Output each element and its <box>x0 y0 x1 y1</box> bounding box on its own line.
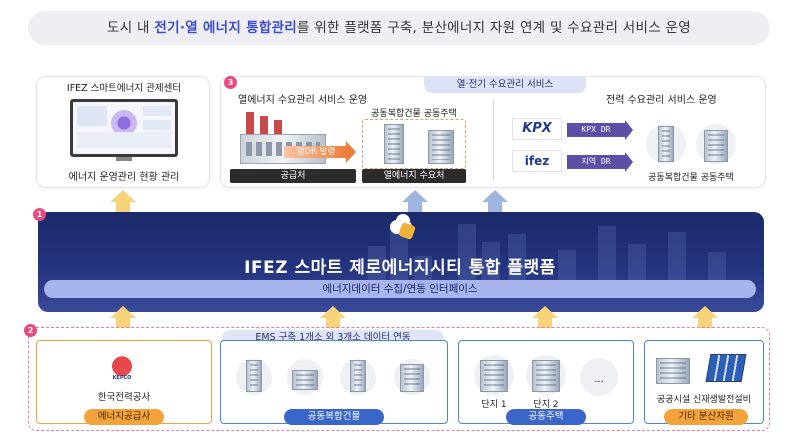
power-service-title: 전력 수요관리 서비스 운영 <box>606 95 717 106</box>
complex-3-building-icon <box>350 360 366 392</box>
housing-more-circle <box>580 358 618 396</box>
kepco-logo <box>108 355 136 383</box>
complex-1-building-icon <box>246 360 262 392</box>
factory-icon <box>240 112 326 164</box>
up-arrow-housing <box>532 306 558 328</box>
heat-service-title: 열에너지 수요관리 서비스 운영 <box>238 95 368 106</box>
ifez-logo-text: ifez <box>524 154 550 168</box>
up-arrow-supplier <box>110 306 136 328</box>
up-arrow-control <box>110 190 136 212</box>
housing-1-building-icon <box>480 360 508 392</box>
up-arrow-complex <box>320 306 346 328</box>
resources-number-badge: 2 <box>24 324 37 337</box>
resources-region <box>28 327 770 431</box>
cloud-icon <box>386 212 420 240</box>
supplier-tag: 에너지공급사 <box>84 409 164 425</box>
kpx-logo-text: KPX <box>522 121 552 136</box>
local-dr-arrow: 지역 DR <box>567 152 633 172</box>
heat-consumer-label: 열에너지 수요처 <box>362 169 466 183</box>
power-target-caption: 공동복합건물 공동주택 <box>648 173 734 183</box>
banner-highlight: 전기·열 에너지 통합관리 <box>154 20 298 36</box>
banner-suffix: 를 위한 플랫폼 구축, 분산에너지 자원 연계 및 수요관리 서비스 운영 <box>297 20 691 36</box>
other-resources-tag: 기타 분산자원 <box>664 409 748 425</box>
platform-number-badge: 1 <box>33 208 46 221</box>
up-arrow-power <box>482 190 508 212</box>
control-center-title: IFEZ 스마트에너지 관제센터 <box>66 83 182 94</box>
supplier-label: 공급처 <box>230 169 356 183</box>
platform-title: IFEZ 스마트 제로에너지시티 통합 플랫폼 <box>244 258 556 278</box>
up-arrow-other <box>692 306 718 328</box>
complex-tag: 공동복합건물 <box>284 409 384 425</box>
housing-unit-1: 단지 1 <box>481 400 507 410</box>
control-center-caption: 에너지 운영관리 현황 관리 <box>68 172 180 183</box>
supplier-caption: 한국전력공사 <box>97 392 151 403</box>
kpx-logo: KPX <box>512 118 562 140</box>
complex-4-building-icon <box>400 364 424 392</box>
top-banner: 도시 내 전기·열 에너지 통합관리를 위한 플랫폼 구축, 분산에너지 자원 … <box>28 11 770 45</box>
monitor-icon <box>70 99 178 157</box>
housing-more: ... <box>594 374 604 385</box>
ifez-logo: ifez <box>512 150 562 172</box>
solar-panel-icon <box>705 354 747 382</box>
up-arrow-heat <box>402 190 428 212</box>
data-interface-bar: 에너지데이터 수집/연동 인터페이스 <box>44 280 756 298</box>
banner-prefix: 도시 내 <box>107 20 155 36</box>
heat-consumer-box <box>362 119 466 169</box>
ems-banner-text: EMS 구축 1개소 외 3개소 데이터 연동 <box>255 332 411 343</box>
services-divider <box>493 100 494 180</box>
kepco-logo-text: KEPCO <box>112 375 132 381</box>
heat-dr-arrow <box>284 141 356 163</box>
housing-tag: 공동주택 <box>506 409 586 425</box>
housing-2-building-icon <box>532 360 560 392</box>
complex-building-icon <box>384 124 404 164</box>
services-tab: 열·전기 수요관리 서비스 <box>424 77 586 93</box>
heat-target-title: 공동복합건물 공동주택 <box>371 109 457 119</box>
services-number-badge: 3 <box>224 76 237 89</box>
power-apartment-building-icon <box>704 130 728 162</box>
public-facility-icon <box>656 358 690 384</box>
power-complex-building-icon <box>658 126 674 162</box>
other-resources-caption: 공공시설 신재생발전설비 <box>657 395 751 405</box>
services-tab-title: 열·전기 수요관리 서비스 <box>456 79 554 90</box>
monitor-stand-icon <box>116 157 132 161</box>
kpx-dr-arrow: KPX DR <box>567 120 633 140</box>
housing-unit-2: 단지 2 <box>533 400 559 410</box>
complex-2-building-icon <box>292 370 318 390</box>
heat-dr-label: 열DR 발령 <box>296 147 336 157</box>
apartment-building-icon <box>428 130 454 164</box>
